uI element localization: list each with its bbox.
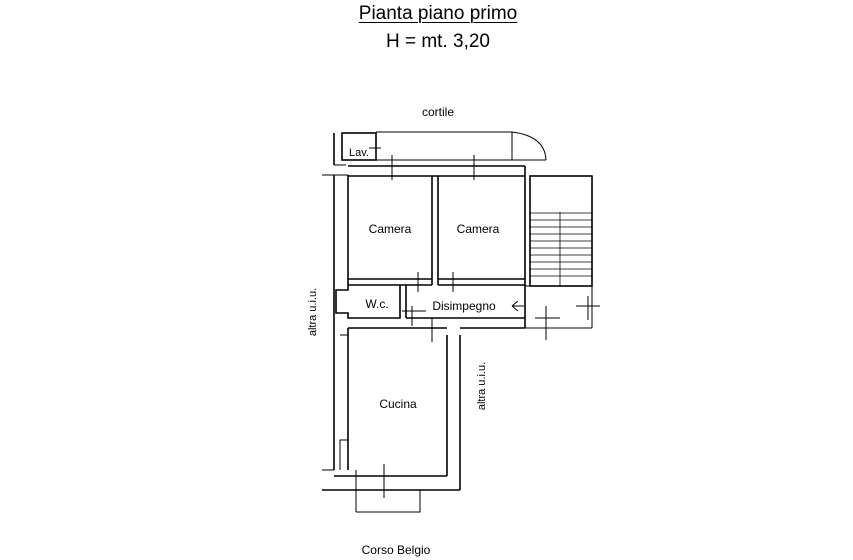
door-markers	[374, 155, 600, 498]
altra-uiu-left-label: altra u.i.u.	[307, 288, 319, 336]
altra-uiu-right-label: altra u.i.u.	[476, 362, 488, 410]
disimpegno-label: Disimpegno	[432, 299, 496, 313]
plan-height: H = mt. 3,20	[385, 31, 491, 52]
camera-left-label: Camera	[369, 222, 412, 236]
lav-closet	[333, 132, 381, 166]
staircase	[525, 175, 593, 329]
exterior-walls	[322, 165, 526, 491]
wc-label: W.c.	[365, 297, 388, 311]
courtyard-door-arc	[376, 131, 547, 161]
camera-right-label: Camera	[457, 222, 500, 236]
corso-belgio-label: Corso Belgio	[362, 543, 431, 557]
cucina-label: Cucina	[379, 397, 417, 411]
cortile-label: cortile	[422, 105, 454, 119]
lav-label: Lav.	[349, 147, 369, 159]
plan-title: Pianta piano primo	[358, 3, 518, 24]
